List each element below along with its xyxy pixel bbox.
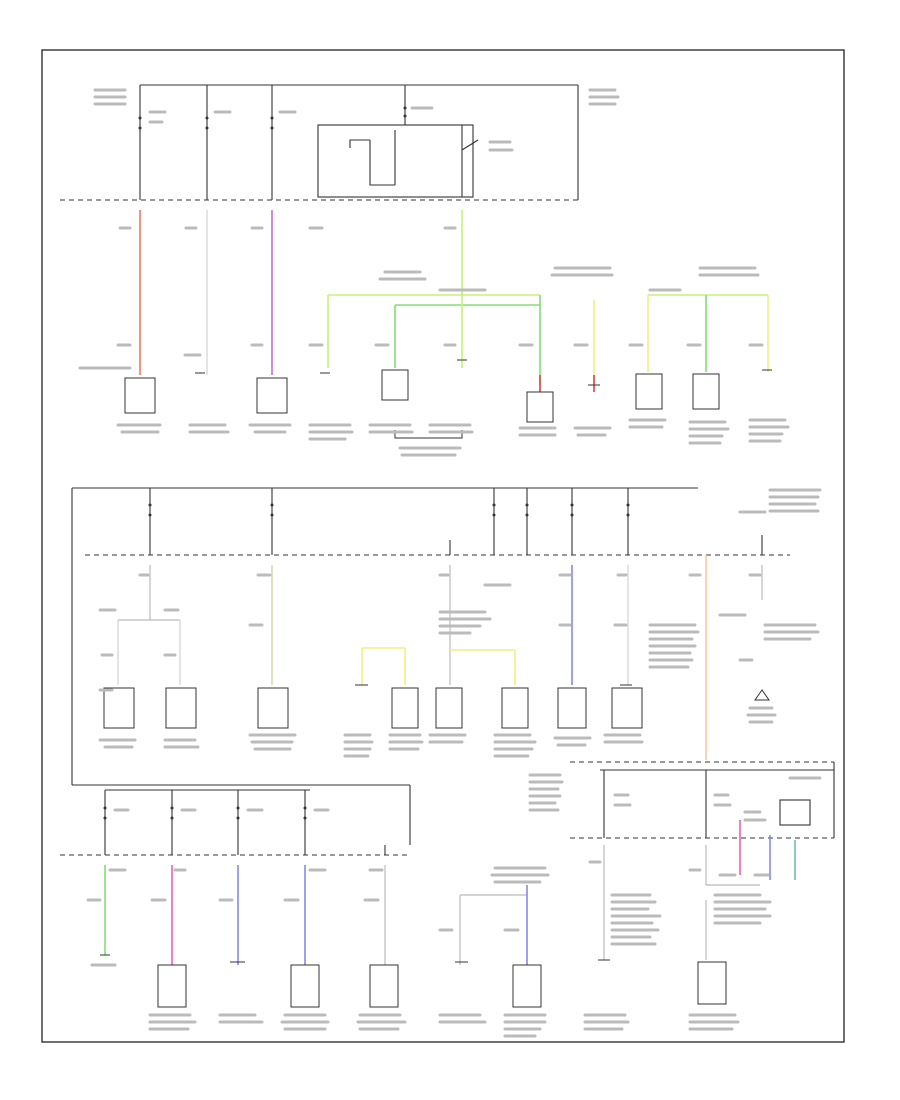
terminal-marks [100, 359, 772, 963]
module-17 [369, 964, 399, 1008]
module-14 [611, 687, 643, 729]
module-15 [157, 964, 187, 1008]
bottom-modules [157, 961, 727, 1008]
middle-modules [103, 687, 643, 729]
module-19 [697, 961, 727, 1005]
middle-fuse-symbols [148, 503, 630, 517]
top-wires [139, 210, 769, 385]
module-12 [501, 687, 529, 729]
module-10 [391, 687, 419, 729]
top-fuse-box [60, 84, 579, 201]
module-7 [103, 687, 135, 729]
lower-right-wires [603, 820, 796, 960]
top-wire-red-tracer [539, 375, 595, 392]
middle-wires [117, 555, 763, 760]
middle-fuse-box [71, 487, 790, 845]
module-2 [256, 377, 288, 414]
top-fuse-symbols [138, 106, 407, 130]
top-label-marks [78, 226, 790, 457]
module-9 [257, 687, 289, 729]
lower-right-box [570, 761, 835, 839]
module-1 [124, 377, 156, 414]
top-module-bracket [394, 430, 463, 439]
module-3 [381, 369, 409, 401]
module-6 [692, 373, 720, 410]
bottom-fuse-section [60, 789, 410, 856]
module-16 [290, 964, 320, 1008]
bottom-fuse-symbols [103, 806, 307, 820]
diagram-frame [41, 49, 845, 1043]
top-fuse-text-marks [93, 88, 620, 152]
middle-label-marks [98, 488, 822, 812]
module-5 [635, 373, 663, 410]
bottom-label-marks [86, 776, 822, 1038]
module-18 [512, 964, 542, 1008]
module-13 [557, 687, 587, 729]
bottom-wires [104, 865, 528, 965]
module-4 [526, 391, 554, 423]
module-8 [165, 687, 197, 729]
middle-lamp [754, 689, 770, 701]
top-modules [124, 369, 720, 423]
module-11 [435, 687, 463, 729]
